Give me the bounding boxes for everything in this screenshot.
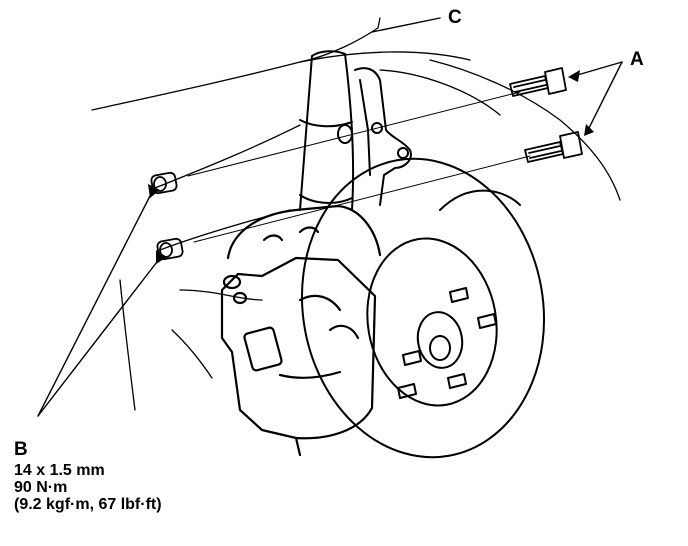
callout-a-label: A [630, 49, 644, 70]
alignment-lines [187, 91, 531, 243]
arrowheads [148, 70, 594, 264]
torque-spec: 14 x 1.5 mm 90 N·m (9.2 kgf·m, 67 lbf·ft… [14, 462, 162, 513]
body-outline [91, 17, 621, 411]
callout-c-label: C [448, 7, 462, 28]
brake-disc [300, 157, 546, 459]
flange-nut-upper [150, 171, 178, 195]
torque-alt-units: (9.2 kgf·m, 67 lbf·ft) [14, 496, 162, 513]
brake-caliper [220, 204, 382, 457]
flange-bolt-upper [509, 67, 567, 97]
strut [299, 50, 355, 211]
bolt-size: 14 x 1.5 mm [14, 462, 105, 479]
callout-b-label: B [14, 439, 28, 460]
leader-lines [37, 17, 623, 417]
torque-nm: 90 N·m [14, 479, 68, 496]
flange-bolt-lower [524, 131, 583, 163]
